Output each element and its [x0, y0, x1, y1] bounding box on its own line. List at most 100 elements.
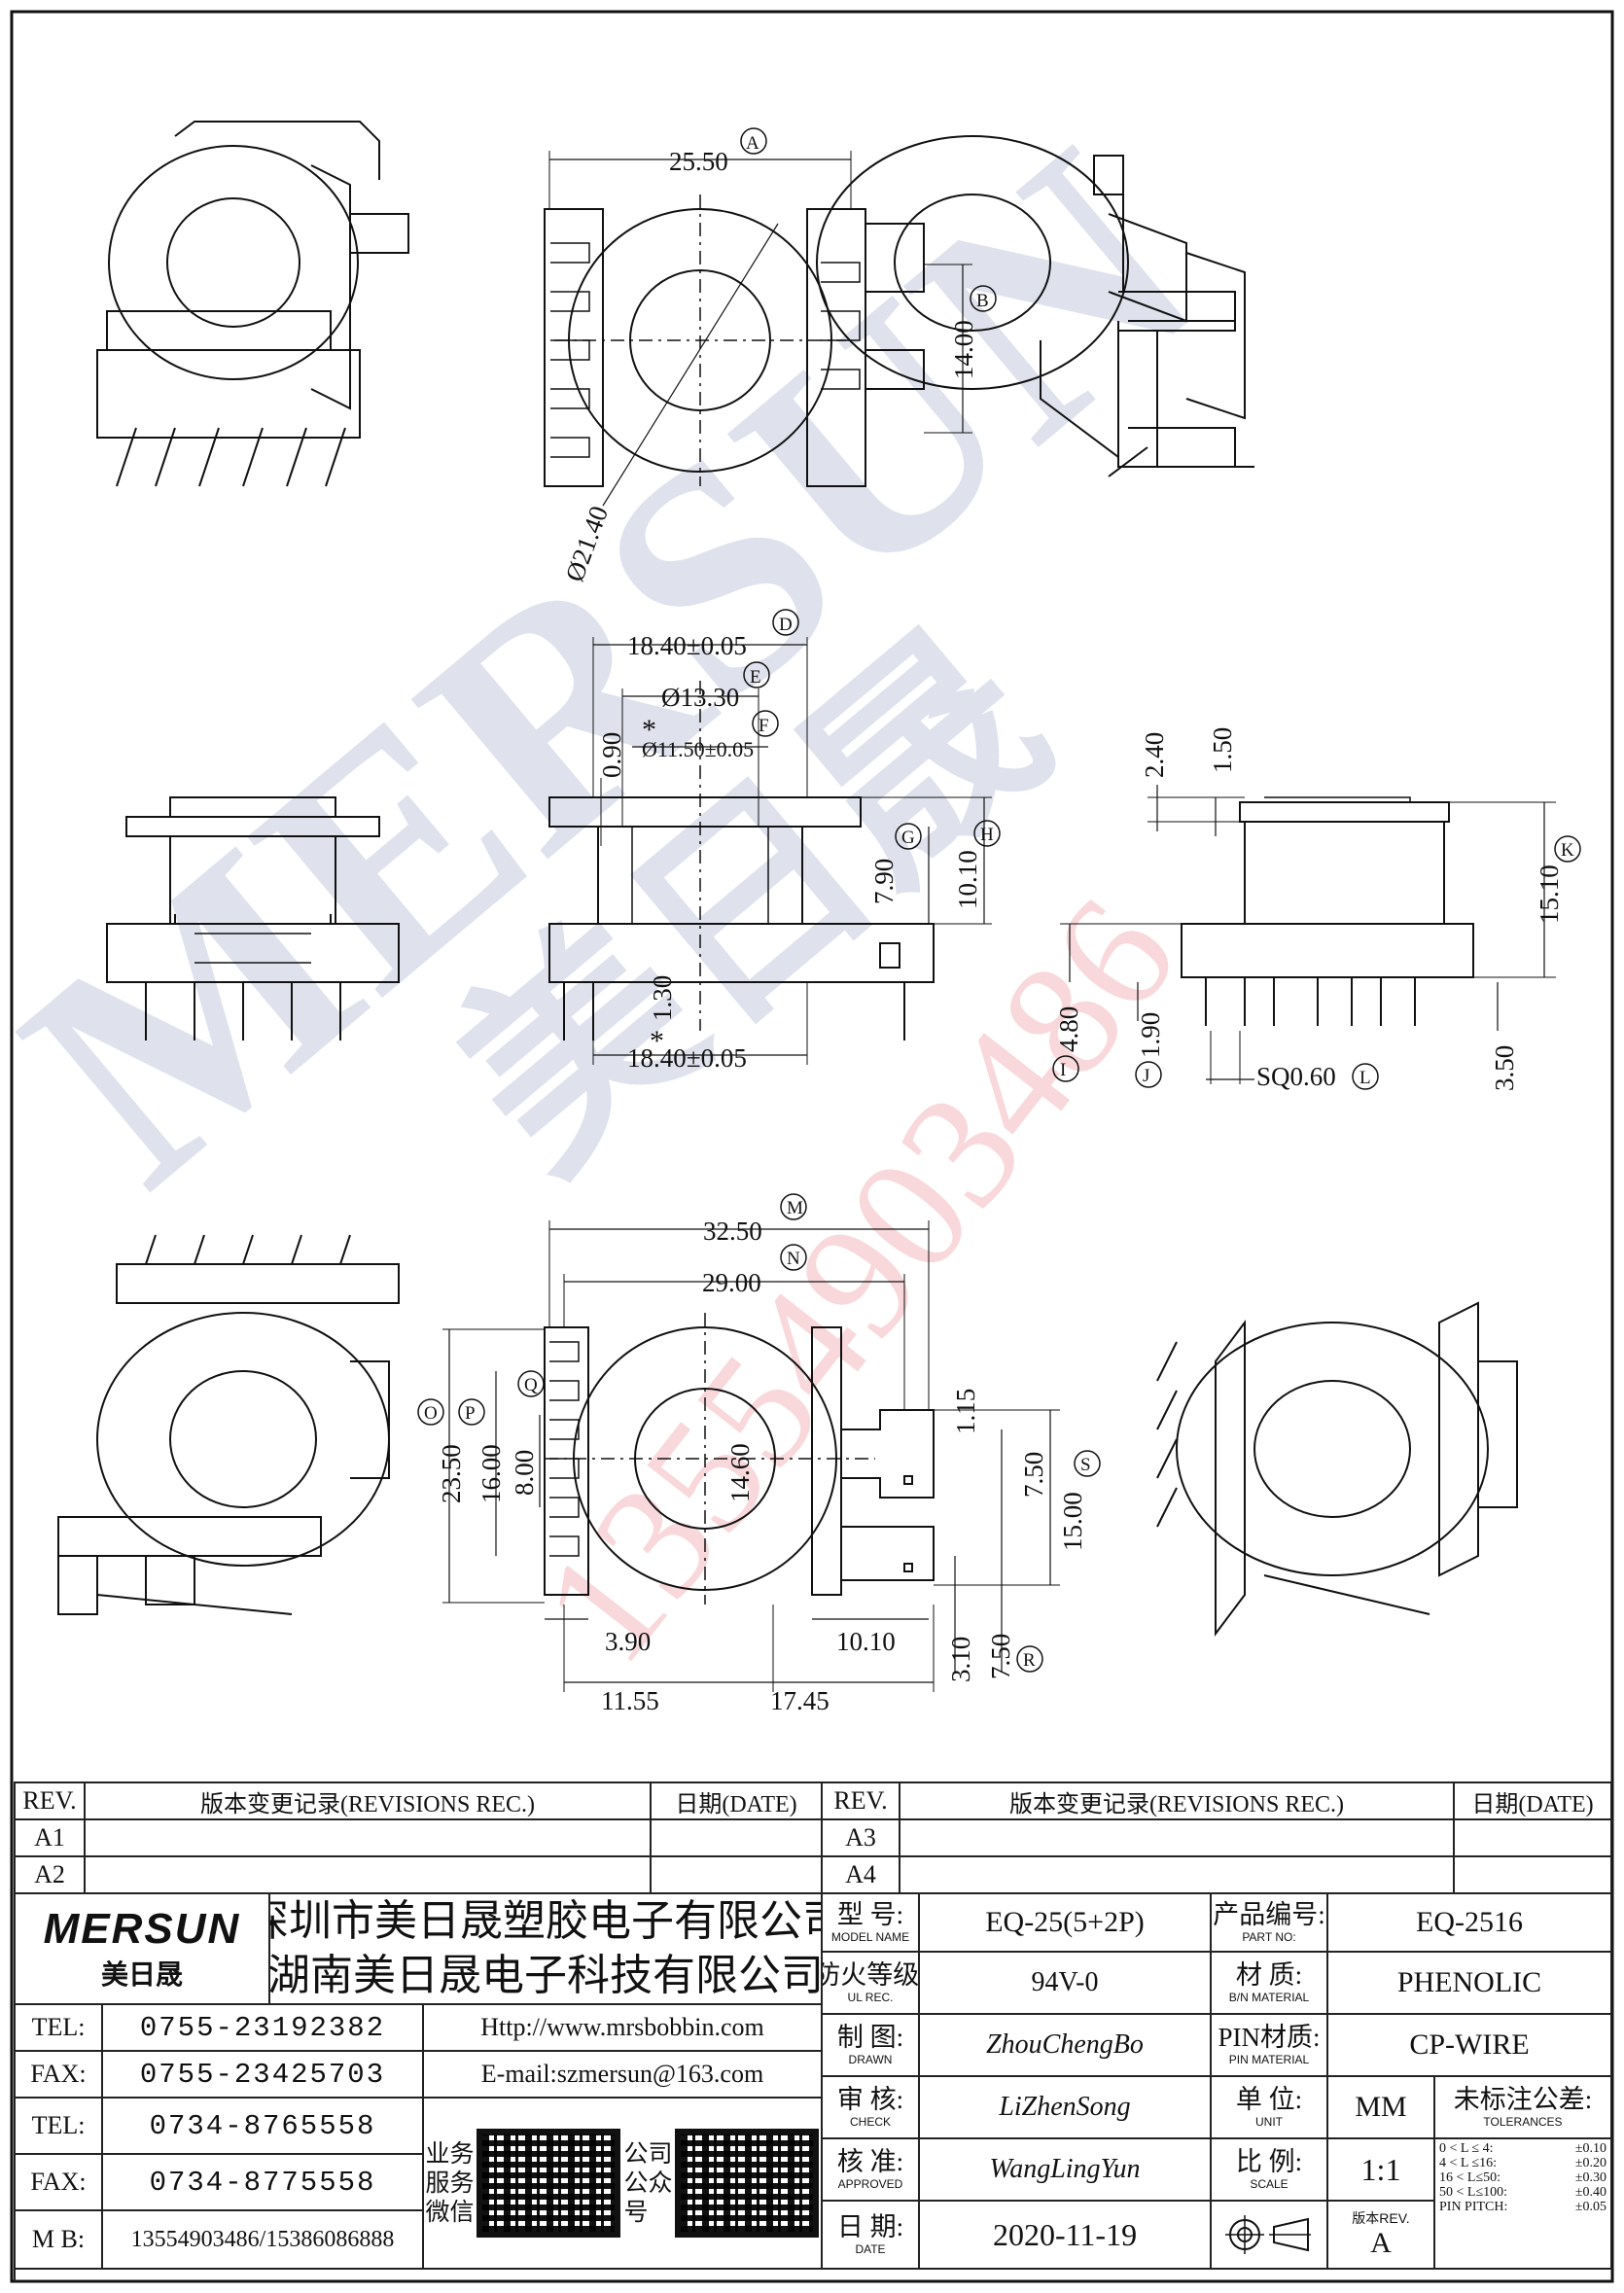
- dim-bottom-115: 1.15: [951, 1389, 980, 1434]
- date-head-right: 日期(DATE): [1455, 1783, 1612, 1820]
- qr2-label-1: 公司: [623, 2139, 673, 2168]
- tel-label-2: TEL:: [16, 2099, 103, 2155]
- qr-area: 业务 服务 微信 公司 公众 号: [424, 2099, 823, 2270]
- tag-right-base: I: [1060, 1060, 1066, 1080]
- material-value: PHENOLIC: [1328, 1953, 1612, 2015]
- tel-label-1: TEL:: [16, 2005, 103, 2052]
- scale-label: 比 例:SCALE: [1212, 2139, 1328, 2202]
- ul-label: 防火等级:UL REC.: [823, 1953, 920, 2015]
- company-name-1: 深圳市美日晟塑胶电子有限公司: [270, 1896, 823, 1946]
- dim-bottom-total: 32.50: [703, 1217, 762, 1246]
- tol-row-1: 0 < L ≤ 4:±0.10: [1439, 2141, 1606, 2156]
- tag-bottom-750b: R: [1023, 1650, 1036, 1671]
- rev-rec-head-left: 版本变更记录(REVISIONS REC.): [86, 1783, 652, 1820]
- sheet-border: [10, 10, 1614, 2283]
- top-view: [544, 127, 997, 507]
- fax-1: 0755-23425703: [103, 2052, 424, 2099]
- third-angle-projection-icon: [1225, 2215, 1311, 2254]
- dim-window: 7.90: [869, 859, 899, 904]
- bottom-view: [417, 1193, 1101, 1692]
- rev-rec-head-right: 版本变更记录(REVISIONS REC.): [900, 1783, 1455, 1820]
- dim-base: 1.30: [648, 975, 677, 1021]
- dim-top-width: 25.50: [669, 147, 728, 176]
- date-head-left: 日期(DATE): [652, 1783, 823, 1820]
- dim-height: 10.10: [953, 850, 982, 909]
- pin-material-label: PIN材质:PIN MATERIAL: [1212, 2015, 1328, 2077]
- tol-row-2: 4 < L ≤16:±0.20: [1439, 2156, 1606, 2170]
- tag-bottom-inner: N: [787, 1249, 800, 1269]
- dim-bottom-1010: 10.10: [836, 1627, 896, 1656]
- tag-right-pin: L: [1359, 1068, 1371, 1088]
- qr1-label-1: 业务: [425, 2139, 475, 2168]
- rev-row-a2-date: [652, 1857, 823, 1894]
- rev-row-a4-desc: [900, 1857, 1455, 1894]
- tag-bottom-total: M: [787, 1198, 803, 1218]
- rev-row-a1: A1: [16, 1820, 86, 1857]
- dim-bottom-1745: 17.45: [770, 1686, 830, 1715]
- pins-top-left: [116, 427, 346, 487]
- drawn-label: 制 图:DRAWN: [823, 2015, 920, 2077]
- rev-head-left: REV.: [16, 1783, 86, 1820]
- part-no-label: 产品编号:PART NO:: [1212, 1894, 1328, 1953]
- rev-row-a1-date: [652, 1820, 823, 1857]
- dim-bottom-core: 14.60: [725, 1443, 755, 1502]
- tag-bottom-16: P: [465, 1403, 476, 1424]
- projection-symbol-icon: [1212, 2202, 1328, 2270]
- dim-bottom-390: 3.90: [605, 1627, 651, 1656]
- pin-material-value: CP-WIRE: [1328, 2015, 1612, 2077]
- tag-inner: E: [750, 667, 761, 688]
- fax-2: 0734-8775558: [103, 2155, 424, 2211]
- email[interactable]: E-mail:szmersun@163.com: [424, 2052, 823, 2099]
- qr1-label-3: 微信: [425, 2198, 475, 2226]
- qr1-label: 业务 服务 微信: [425, 2139, 474, 2227]
- company-logo: MERSUN 美日晟: [16, 1894, 270, 2005]
- website[interactable]: Http://www.mrsbobbin.com: [424, 2005, 823, 2052]
- tag-core: F: [759, 716, 769, 736]
- tag-top-width: A: [746, 133, 759, 154]
- material-label: 材 质:B/N MATERIAL: [1212, 1953, 1328, 2015]
- qr1-label-2: 服务: [425, 2169, 475, 2197]
- company-names: 深圳市美日晟塑胶电子有限公司 湖南美日晟电子科技有限公司: [270, 1894, 823, 2005]
- dim-bottom-15: 15.00: [1058, 1492, 1087, 1551]
- dim-right-top2: 1.50: [1208, 727, 1237, 773]
- scale-value: 1:1: [1328, 2139, 1435, 2202]
- fax-label-2: FAX:: [16, 2155, 103, 2211]
- wechat-qr-code[interactable]: [477, 2129, 621, 2238]
- rev-head-right: REV.: [823, 1783, 900, 1820]
- dim-bottom-inner: 29.00: [702, 1268, 761, 1297]
- tel-2: 0734-8765558: [103, 2099, 424, 2155]
- mobile-label: M B:: [16, 2211, 103, 2270]
- check-value: LiZhenSong: [920, 2077, 1212, 2139]
- tag-right-step: J: [1143, 1066, 1149, 1086]
- tag-bottom-75: S: [1080, 1455, 1091, 1475]
- official-account-qr-code[interactable]: [675, 2129, 820, 2238]
- approved-label: 核 准:APPROVED: [823, 2139, 920, 2202]
- fax-label-1: FAX:: [16, 2052, 103, 2099]
- tag-bottom-8: Q: [524, 1375, 538, 1395]
- tag-bottom-height: O: [424, 1403, 438, 1424]
- section-view: [548, 609, 1001, 1065]
- dim-bottom-16: 16.00: [477, 1444, 506, 1503]
- rev-row-a3-date: [1455, 1820, 1612, 1857]
- dim-inner: Ø13.30: [661, 683, 739, 712]
- dim-bottom-8: 8.00: [510, 1450, 539, 1496]
- dim-bottom-height: 23.50: [437, 1444, 466, 1503]
- unit-label: 单 位:UNIT: [1212, 2077, 1328, 2139]
- date-value: 2020-11-19: [920, 2202, 1212, 2270]
- dim-right-pin-len: 3.50: [1490, 1045, 1519, 1091]
- rev-label: 版本REV.: [1352, 2210, 1410, 2226]
- dim-top-pins: 14.00: [949, 320, 978, 379]
- front-view-left: [106, 796, 400, 1041]
- dim-bottom-750b: 7.50: [986, 1634, 1015, 1679]
- rev-row-a4-date: [1455, 1857, 1612, 1894]
- iso-view-bottom-left: [57, 1234, 400, 1615]
- title-block: REV. 版本变更记录(REVISIONS REC.) 日期(DATE) A1 …: [14, 1781, 1612, 2281]
- qr2-label: 公司 公众 号: [623, 2139, 672, 2227]
- dim-right-pin: SQ0.60: [1256, 1062, 1336, 1091]
- logo-text: MERSUN: [43, 1905, 241, 1953]
- tolerance-label: 未标注公差:TOLERANCES: [1435, 2077, 1612, 2139]
- rev-cell: 版本REV. A: [1328, 2202, 1435, 2270]
- tol-row-3: 16 < L≤50:±0.30: [1439, 2170, 1606, 2185]
- qr2-label-2: 公众: [623, 2169, 673, 2197]
- iso-view-bottom-right: [1156, 1301, 1518, 1637]
